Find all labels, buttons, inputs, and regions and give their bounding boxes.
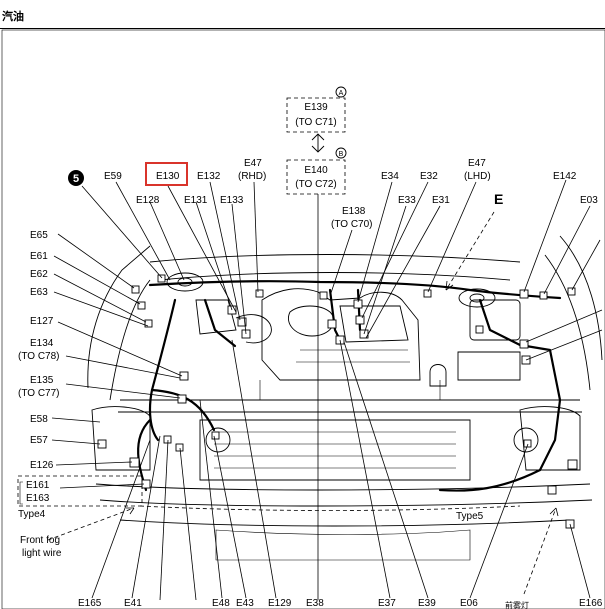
diagram-frame: [1, 29, 605, 609]
connector-box-upper: E139 (TO C71) A: [286, 86, 347, 133]
box-lower-line2: (TO C72): [295, 179, 337, 190]
label-e142: E142: [553, 171, 577, 182]
box-lower-badge: B: [339, 151, 344, 158]
label-e34: E34: [381, 171, 399, 182]
label-e132: E132: [197, 171, 221, 182]
step-number: 5: [73, 173, 79, 185]
label-e43: E43: [236, 598, 254, 609]
label-e31: E31: [432, 195, 450, 206]
page-title: 汽油: [2, 10, 24, 23]
label-e63: E63: [30, 287, 48, 298]
label-e61: E61: [30, 251, 48, 262]
label-e33: E33: [398, 195, 416, 206]
label-type5: Type5: [456, 511, 484, 522]
label-e135-note: (TO C77): [18, 388, 60, 399]
label-e138-code: E138: [342, 206, 366, 217]
label-e47-lhd-note: (LHD): [464, 171, 491, 182]
box-upper-badge: A: [339, 90, 344, 97]
label-type4: Type4: [18, 509, 46, 520]
bracket-e161-e163: [19, 481, 23, 505]
leader-lines: [17, 179, 603, 601]
label-fog-line2: light wire: [22, 548, 62, 559]
label-fog-line1: Front fog: [20, 535, 60, 546]
label-e129: E129: [268, 598, 292, 609]
double-arrow: [311, 133, 325, 153]
label-e131: E131: [184, 195, 208, 206]
label-e47-rhd-note: (RHD): [238, 171, 266, 182]
label-bottom-note: 前雾灯: [505, 600, 529, 609]
label-e166: E166: [579, 598, 603, 609]
box-upper-line1: E139: [304, 102, 328, 113]
bottom-labels: E165 E41 E48 E43 E129 E38 E37 E39 E06 前雾…: [78, 598, 603, 609]
label-e161: E161: [26, 480, 50, 491]
label-e135-code: E135: [30, 375, 54, 386]
label-e134-note: (TO C78): [18, 351, 60, 362]
left-labels: E65 E61 E62 E63 E127 E134 (TO C78) E135 …: [18, 230, 484, 559]
label-e06: E06: [460, 598, 478, 609]
header-rule: [0, 28, 605, 29]
label-e37: E37: [378, 598, 396, 609]
box-lower-line1: E140: [304, 165, 328, 176]
label-e39: E39: [418, 598, 436, 609]
label-e59: E59: [104, 171, 122, 182]
label-e163: E163: [26, 493, 50, 504]
label-e41: E41: [124, 598, 142, 609]
label-e32: E32: [420, 171, 438, 182]
label-e58: E58: [30, 414, 48, 425]
highlight-box: [145, 162, 188, 186]
label-e130: E130: [156, 171, 180, 182]
label-e65: E65: [30, 230, 48, 241]
label-e165: E165: [78, 598, 102, 609]
connector-box-lower: E140 (TO C72) B: [286, 147, 347, 195]
label-e127: E127: [30, 316, 54, 327]
label-e134-code: E134: [30, 338, 54, 349]
label-e138-note: (TO C70): [331, 219, 373, 230]
label-e62: E62: [30, 269, 48, 280]
label-e38: E38: [306, 598, 324, 609]
view-letter: E: [494, 191, 503, 207]
label-e48: E48: [212, 598, 230, 609]
top-labels: E59 E130 E132 E47 (RHD) E34 E32 E47 (LHD…: [104, 158, 598, 230]
page-header: 汽油: [0, 0, 605, 30]
label-e47-lhd-code: E47: [468, 158, 486, 169]
label-e03: E03: [580, 195, 598, 206]
label-e126: E126: [30, 460, 54, 471]
label-e47-rhd-code: E47: [244, 158, 262, 169]
connectors: [97, 274, 578, 529]
label-e57: E57: [30, 435, 48, 446]
label-e133: E133: [220, 195, 244, 206]
step-number-badge: 5: [68, 170, 84, 186]
label-e128: E128: [136, 195, 160, 206]
box-upper-line2: (TO C71): [295, 117, 337, 128]
